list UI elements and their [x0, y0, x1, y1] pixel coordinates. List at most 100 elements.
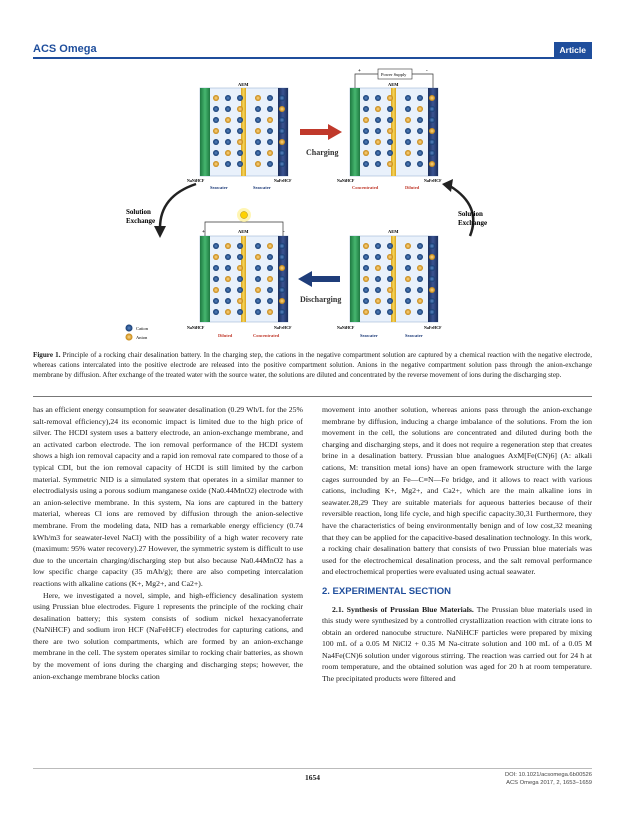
cation-particle — [387, 243, 393, 249]
anion-particle — [237, 298, 243, 304]
cation-particle — [237, 276, 243, 282]
caption-rule — [33, 396, 592, 397]
cation-particle — [213, 139, 219, 145]
cation-particle — [417, 161, 423, 167]
cation-particle — [375, 128, 381, 134]
exchange-arrow-right-head — [442, 179, 453, 192]
cation-particle — [267, 265, 273, 271]
cation-particle — [429, 106, 435, 112]
cation-particle — [405, 106, 411, 112]
page-number: 1654 — [305, 773, 320, 782]
cation-particle — [429, 309, 435, 315]
cell-bottom-left: AEM + - NaNiHCF NaFeHCF Diluted Concentr… — [187, 208, 292, 338]
cation-particle — [255, 243, 261, 249]
cation-particle — [375, 276, 381, 282]
anion-particle — [237, 106, 243, 112]
anion-particle — [255, 254, 261, 260]
charging-label: Charging — [306, 148, 338, 157]
cation-particle — [363, 139, 369, 145]
cation-particle — [213, 117, 219, 123]
anion-particle — [255, 95, 261, 101]
anion-particle — [363, 150, 369, 156]
cation-particle — [255, 265, 261, 271]
nanihcf-label: NaNiHCF — [187, 178, 205, 183]
cation-particle — [387, 150, 393, 156]
cation-particle — [237, 254, 243, 260]
cation-particle — [375, 254, 381, 260]
anion-particle — [363, 117, 369, 123]
anion-particle — [405, 243, 411, 249]
plus-sign: + — [202, 230, 205, 235]
exchange-arrow-left — [158, 182, 197, 229]
cation-particle — [417, 254, 423, 260]
anion-particle — [429, 95, 435, 101]
cation-particle — [279, 128, 285, 134]
anion-particle — [225, 309, 231, 315]
anion-particle — [429, 254, 435, 260]
cation-particle — [237, 161, 243, 167]
anion-particle — [225, 243, 231, 249]
anion-particle — [375, 106, 381, 112]
doi-link[interactable]: DOI: 10.1021/acsomega.6b00526 — [504, 772, 592, 778]
cation-particle — [255, 106, 261, 112]
charging-arrow-head — [328, 124, 342, 140]
power-supply-box — [377, 68, 413, 80]
anion-particle — [405, 117, 411, 123]
cation-particle — [405, 287, 411, 293]
power-supply-label: Power Supply — [381, 72, 407, 77]
cation-particle — [405, 128, 411, 134]
anion-particle — [363, 309, 369, 315]
minus-sign: - — [283, 230, 285, 235]
anion-particle — [225, 117, 231, 123]
cation-particle — [405, 161, 411, 167]
journal-name: ACS Omega — [33, 43, 97, 55]
cation-particle — [417, 287, 423, 293]
cation-particle — [279, 95, 285, 101]
synthesis-text: The Prussian blue materials used in this… — [322, 604, 593, 684]
cation-particle — [417, 309, 423, 315]
diluted-label: Diluted — [218, 333, 233, 338]
anion-particle — [279, 139, 285, 145]
cation-particle — [225, 254, 231, 260]
cation-particle — [279, 161, 285, 167]
body-paragraph: Here, we investigated a novel, simple, a… — [33, 590, 303, 681]
cation-particle — [225, 298, 231, 304]
cation-particle — [267, 287, 273, 293]
nafehcf-label: NaFeHCF — [274, 325, 292, 330]
discharging-arrow-head — [298, 271, 312, 287]
seawater-label: Seawater — [360, 333, 378, 338]
body-paragraph-synthesis: 2.1. Synthesis of Prussian Blue Material… — [322, 604, 592, 685]
cation-particle — [237, 309, 243, 315]
anion-particle — [405, 309, 411, 315]
citation: ACS Omega 2017, 2, 1653−1659 — [506, 779, 592, 786]
aem-label: AEM — [388, 82, 399, 87]
anion-particle — [429, 161, 435, 167]
concentrated-label: Concentrated — [352, 185, 379, 190]
anion-particle — [213, 95, 219, 101]
diluted-label: Diluted — [405, 185, 420, 190]
anion-particle — [363, 243, 369, 249]
anion-particle — [225, 150, 231, 156]
plus-sign: + — [358, 69, 361, 74]
cation-particle — [405, 139, 411, 145]
header-rule — [33, 57, 592, 59]
cation-particle — [213, 309, 219, 315]
cation-particle — [267, 128, 273, 134]
anion-particle — [279, 298, 285, 304]
anion-legend-label: Anion — [136, 335, 148, 340]
minus-sign: - — [426, 69, 428, 74]
cation-particle — [375, 287, 381, 293]
anion-particle — [279, 265, 285, 271]
anion-particle — [429, 287, 435, 293]
anion-particle — [267, 150, 273, 156]
cation-particle — [375, 150, 381, 156]
cation-particle — [429, 117, 435, 123]
anion-particle — [213, 287, 219, 293]
cation-particle — [267, 161, 273, 167]
cation-particle — [213, 298, 219, 304]
anion-particle — [237, 139, 243, 145]
cation-particle — [429, 265, 435, 271]
cation-particle — [237, 128, 243, 134]
cation-particle — [429, 276, 435, 282]
